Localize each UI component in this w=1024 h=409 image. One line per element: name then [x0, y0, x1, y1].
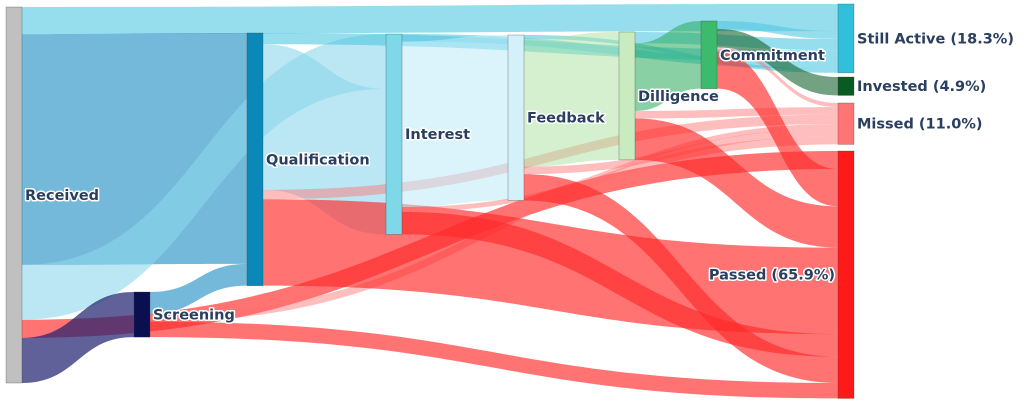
node-label-screening: Screening	[153, 308, 235, 324]
link-feedback-to-dilligence[interactable]	[524, 32, 619, 167]
node-dilligence[interactable]	[618, 31, 636, 161]
node-label-missed: Missed (11.0%)	[857, 117, 982, 133]
link-dilligence-to-missed[interactable]	[635, 107, 838, 119]
link-screening-to-qualification[interactable]	[150, 263, 247, 314]
link-qualification-to-interest[interactable]	[263, 44, 386, 235]
link-interest-to-missed[interactable]	[402, 124, 838, 212]
link-commitment-to-invested[interactable]	[717, 28, 838, 96]
link-received-to-screening[interactable]	[22, 292, 134, 383]
node-received[interactable]	[5, 6, 23, 384]
node-missed[interactable]	[837, 102, 855, 145]
node-screening[interactable]	[133, 291, 151, 338]
node-commitment[interactable]	[700, 20, 718, 89]
link-screening-to-passed[interactable]	[150, 321, 838, 399]
node-passed[interactable]	[837, 150, 855, 399]
link-qualification-to-passed[interactable]	[263, 199, 838, 335]
link-commitment-to-passed[interactable]	[717, 51, 838, 207]
link-interest-to-passed[interactable]	[402, 211, 838, 357]
node-label-commitment: Commitment	[720, 48, 825, 64]
link-feedback-to-passed[interactable]	[524, 174, 838, 383]
node-label-received: Received	[25, 188, 99, 204]
node-label-feedback: Feedback	[527, 111, 605, 127]
node-label-qualification: Qualification	[266, 152, 370, 168]
node-invested[interactable]	[837, 76, 855, 96]
node-interest[interactable]	[385, 33, 403, 235]
link-interest-to-feedback[interactable]	[402, 35, 508, 207]
sankey-nodes	[5, 3, 855, 399]
link-dilligence-to-commitment[interactable]	[635, 21, 701, 111]
node-label-invested: Invested (4.9%)	[857, 79, 986, 95]
node-label-still-active: Still Active (18.3%)	[857, 31, 1014, 47]
link-commitment-to-still_active[interactable]	[717, 21, 838, 39]
link-commitment-to-missed[interactable]	[717, 47, 838, 108]
node-label-interest: Interest	[405, 127, 470, 143]
node-label-passed: Passed (65.9%)	[709, 268, 835, 284]
link-received-to-still_active[interactable]	[22, 4, 838, 35]
node-still-active[interactable]	[837, 3, 855, 74]
link-dilligence-to-passed[interactable]	[635, 118, 838, 248]
node-label-dilligence: Dilligence	[638, 89, 719, 105]
node-qualification[interactable]	[246, 32, 264, 286]
node-feedback[interactable]	[507, 34, 525, 201]
